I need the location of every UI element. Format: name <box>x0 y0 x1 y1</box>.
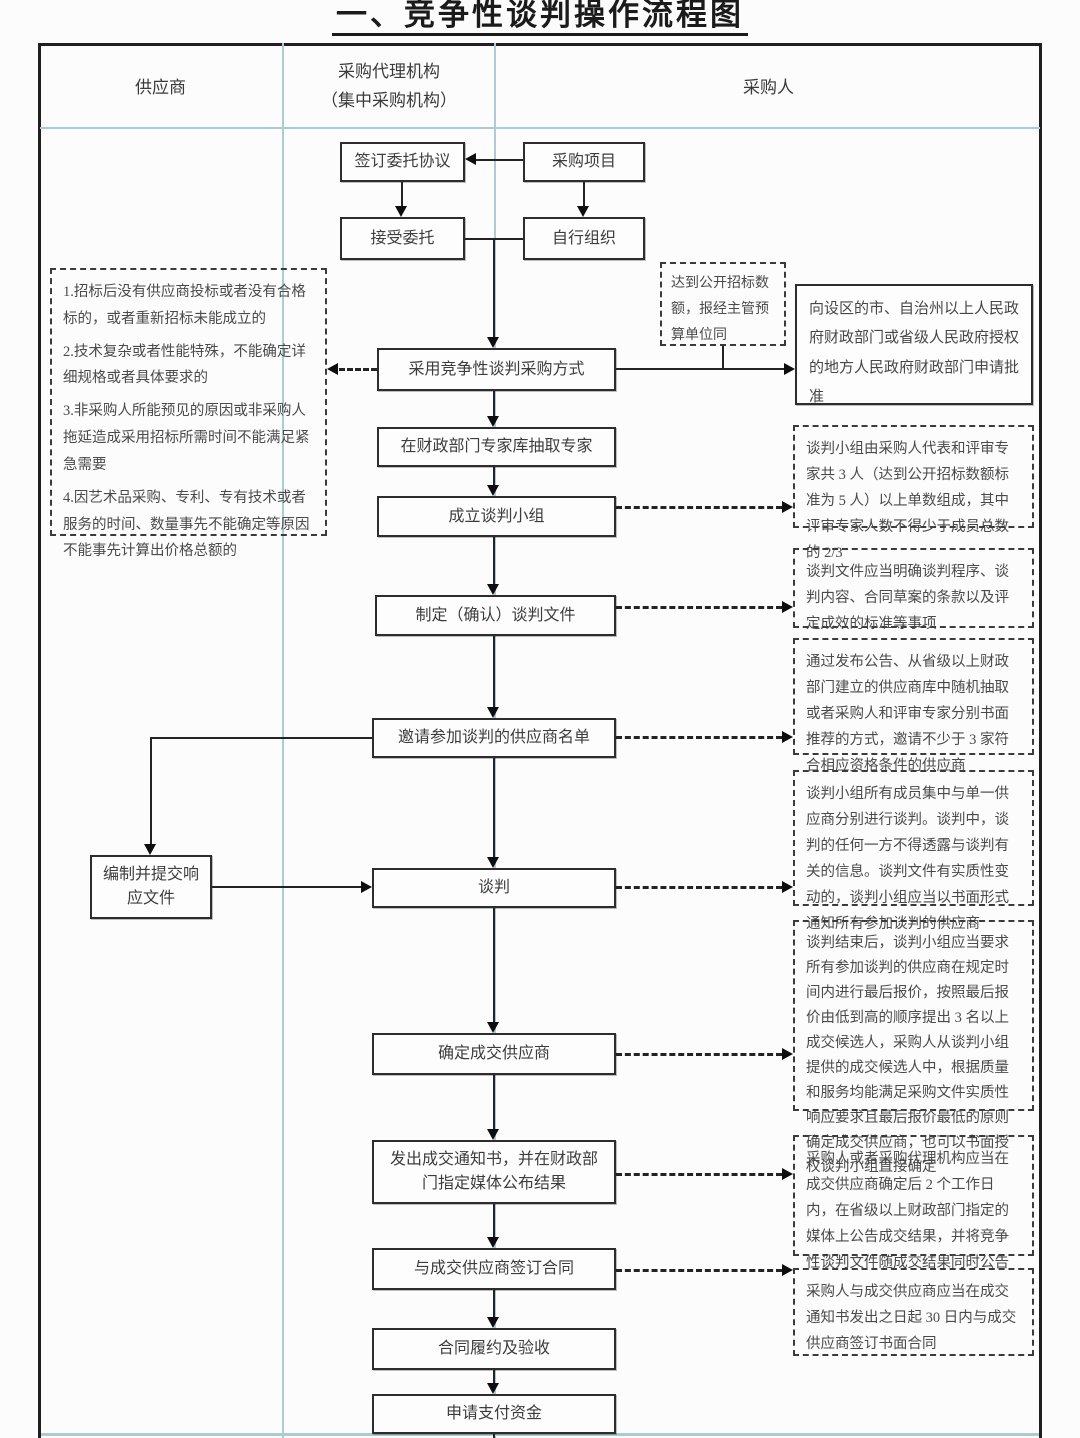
lane-header-separator <box>40 127 1040 129</box>
condition-3: 3.非采购人所能预见的原因或非采购人拖延造成采用招标所需时间不能满足紧急需要 <box>63 403 310 473</box>
arrowhead-down-icon <box>487 707 499 718</box>
node-self-organize: 自行组织 <box>523 217 645 260</box>
node-issue-notice: 发出成交通知书，并在财政部门指定媒体公布结果 <box>372 1140 616 1204</box>
node-sign-contract: 与成交供应商签订合同 <box>372 1248 616 1290</box>
node-adopt-method: 采用竞争性谈判采购方式 <box>377 348 616 391</box>
connector-project-to-self <box>583 182 585 207</box>
connector-docs-to-invite <box>493 636 495 708</box>
connector-group-to-docs <box>493 537 495 585</box>
note-announce-rule: 采购人或者采购代理机构应当在成交供应商确定后 2 个工作日内，在省级以上财政部门… <box>793 1135 1034 1271</box>
node-prepare-response: 编制并提交响应文件 <box>90 855 212 919</box>
lane-header-agency-line1: 采购代理机构 <box>338 62 440 81</box>
connector-contract-to-note <box>616 1269 782 1272</box>
lane-header-purchaser: 采购人 <box>743 78 794 97</box>
node-formulate-docs: 制定（确认）谈判文件 <box>375 595 616 636</box>
connector-notice-to-note <box>616 1173 782 1176</box>
connector-adopt-to-approval <box>616 368 784 370</box>
note-left-conditions: 1.招标后没有供应商投标或者没有合格标的，或者重新招标未能成立的 2.技术复杂或… <box>50 268 327 559</box>
arrowhead-down-icon <box>487 1129 499 1140</box>
arrowhead-down-icon <box>487 1237 499 1248</box>
note-group-rule: 谈判小组由采购人代表和评审专家共 3 人（达到公开招标数额标准为 5 人）以上单… <box>793 425 1034 561</box>
arrowhead-left-icon <box>465 153 476 165</box>
arrowhead-down-icon <box>144 844 156 855</box>
node-performance-acceptance: 合同履约及验收 <box>372 1328 616 1370</box>
arrowhead-down-icon <box>487 1317 499 1328</box>
condition-4: 4.因艺术品采购、专利、专有技术或者服务的时间、数量事先不能确定等原因不能事先计… <box>63 489 310 560</box>
lane-header-agency-line2: （集中采购机构） <box>321 90 457 110</box>
page-title: 一、竞争性谈判操作流程图 <box>0 0 1080 36</box>
note-threshold: 达到公开招标数额，报经主管预算单位同 <box>660 262 786 346</box>
note-invite-rule: 通过发布公告、从省级以上财政部门建立的供应商库中随机抽取或者采购人和评审专家分别… <box>793 638 1034 774</box>
connector-invite-to-negotiate <box>493 758 495 858</box>
connector-group-to-note <box>616 506 782 509</box>
connector-invite-left <box>150 737 372 739</box>
connector-invite-down <box>150 737 152 845</box>
arrowhead-left-icon <box>327 363 338 375</box>
arrowhead-right-icon <box>784 363 795 375</box>
arrowhead-down-icon <box>487 857 499 868</box>
connector-response-to-negotiate <box>212 886 361 888</box>
arrowhead-right-icon <box>782 501 793 513</box>
arrowhead-right-icon <box>782 1048 793 1060</box>
connector-adopt-to-experts <box>493 391 495 417</box>
arrowhead-right-icon <box>782 601 793 613</box>
lane-divider-1 <box>282 43 284 1438</box>
node-extract-experts: 在财政部门专家库抽取专家 <box>377 427 616 467</box>
node-apply-payment: 申请支付资金 <box>372 1394 616 1434</box>
connector-contract-to-acceptance <box>493 1290 495 1318</box>
note-approval: 向设区的市、自治州以上人民政府财政部门或省级人民政府授权的地方人民政府财政部门申… <box>795 284 1033 405</box>
diagram-frame <box>38 43 1042 1438</box>
arrowhead-down-icon <box>577 206 589 217</box>
arrowhead-right-icon <box>782 731 793 743</box>
node-sign-agreement: 签订委托协议 <box>340 142 465 182</box>
node-negotiate: 谈判 <box>372 868 616 908</box>
condition-1: 1.招标后没有供应商投标或者没有合格标的，或者重新招标未能成立的 <box>63 284 306 327</box>
arrowhead-down-icon <box>487 1022 499 1033</box>
connector-negotiate-to-note <box>616 886 782 889</box>
arrowhead-right-icon <box>782 881 793 893</box>
arrowhead-down-icon <box>487 584 499 595</box>
note-final-quote-rule: 谈判结束后，谈判小组应当要求所有参加谈判的供应商在规定时间内进行最后报价，按照最… <box>793 920 1034 1175</box>
node-form-group: 成立谈判小组 <box>377 496 616 537</box>
connector-threshold-drop <box>722 346 724 369</box>
arrowhead-right-icon <box>782 1168 793 1180</box>
connector-project-to-sign <box>476 159 523 161</box>
lane-header-agency: 采购代理机构 （集中采购机构） <box>283 58 495 116</box>
arrowhead-down-icon <box>487 337 499 348</box>
note-contract-rule: 采购人与成交供应商应当在成交通知书发出之日起 30 日内与成交供应商签订书面合同 <box>793 1268 1034 1356</box>
node-invite-list: 邀请参加谈判的供应商名单 <box>372 718 616 758</box>
connector-adopt-to-conditions <box>339 368 377 371</box>
arrowhead-down-icon <box>487 485 499 496</box>
connector-docs-to-note <box>616 606 782 609</box>
connector-determine-to-note <box>616 1053 782 1056</box>
node-determine-supplier: 确定成交供应商 <box>372 1033 616 1075</box>
connector-notice-to-contract <box>493 1204 495 1238</box>
node-accept-entrustment: 接受委托 <box>340 217 465 260</box>
arrowhead-down-icon <box>487 1383 499 1394</box>
connector-determine-to-notice <box>493 1075 495 1130</box>
connector-negotiate-to-determine <box>493 908 495 1023</box>
node-procurement-project: 采购项目 <box>523 142 645 182</box>
note-docs-rule: 谈判文件应当明确谈判程序、谈判内容、合同草案的条款以及评定成效的标准等事项 <box>793 548 1034 632</box>
lane-header-supplier: 供应商 <box>135 78 186 97</box>
arrowhead-down-icon <box>395 206 407 217</box>
connector-experts-to-group <box>493 467 495 486</box>
connector-sign-to-accept <box>401 182 403 207</box>
connector-payment-continues <box>493 1434 495 1438</box>
connector-acceptance-to-payment <box>493 1370 495 1384</box>
arrowhead-down-icon <box>487 416 499 427</box>
condition-2: 2.技术复杂或者性能特殊，不能确定详细规格或者具体要求的 <box>63 343 306 387</box>
table-bottom-edge <box>41 1433 1039 1436</box>
note-negotiate-rule: 谈判小组所有成员集中与单一供应商分别进行谈判。谈判中，谈判的任何一方不得透露与谈… <box>793 770 1034 932</box>
connector-to-adopt-method <box>493 238 495 337</box>
connector-invite-to-note <box>616 736 782 739</box>
arrowhead-right-icon <box>782 1264 793 1276</box>
arrowhead-right-icon <box>361 881 372 893</box>
